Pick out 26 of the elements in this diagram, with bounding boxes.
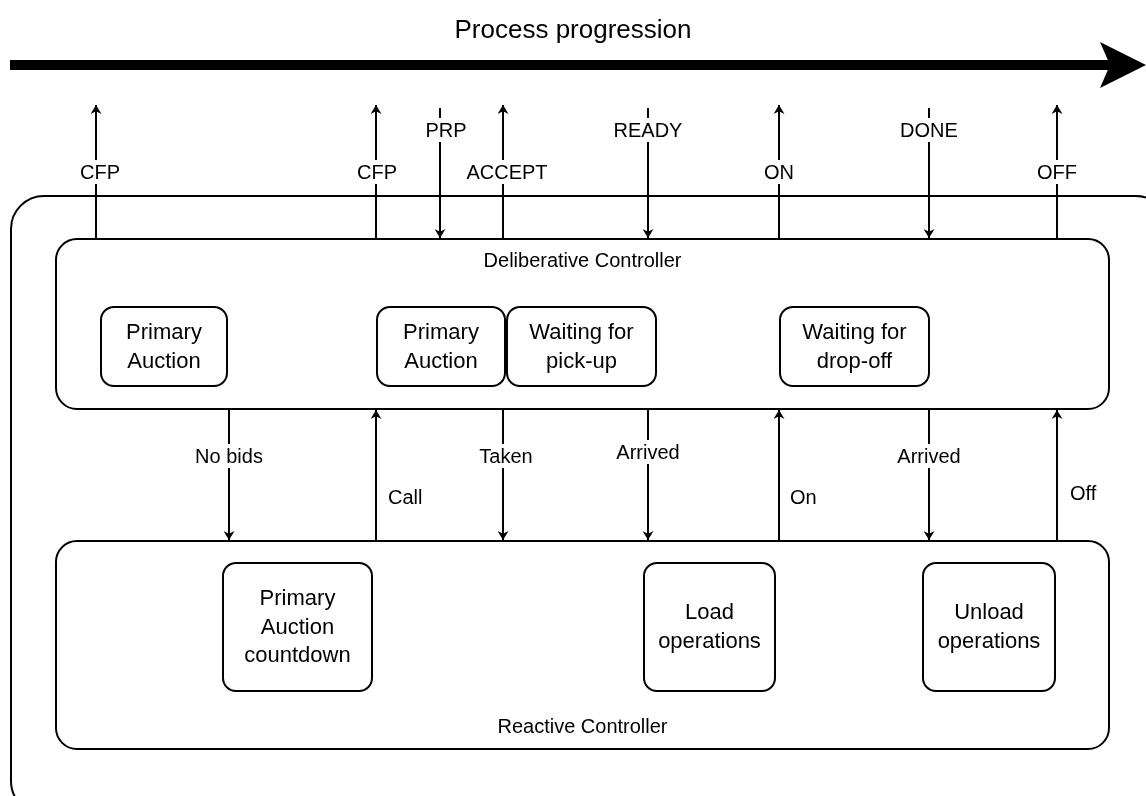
edge-label: CFP (78, 160, 122, 184)
state-box: Load operations (643, 562, 776, 692)
state-box: Waiting for pick-up (506, 306, 657, 387)
edge-label: ACCEPT (464, 160, 550, 184)
state-box: Primary Auction (376, 306, 506, 387)
arrow (1052, 409, 1062, 541)
edge-label: Arrived (614, 440, 682, 464)
state-box: Unload operations (922, 562, 1056, 692)
controller-container (55, 238, 1110, 410)
edge-label: ON (762, 160, 796, 184)
controller-title: Reactive Controller (497, 714, 668, 738)
edge-label: DONE (898, 118, 960, 142)
state-box: Primary Auction countdown (222, 562, 373, 692)
title: Process progression (453, 14, 693, 45)
edge-label: Taken (477, 444, 535, 468)
state-box: Waiting for drop-off (779, 306, 930, 387)
controller-container (55, 540, 1110, 750)
controller-title: Deliberative Controller (483, 248, 682, 272)
arrow (371, 409, 381, 541)
edge-label: Arrived (895, 444, 963, 468)
arrow (774, 409, 784, 541)
outer-frame (10, 195, 1146, 796)
edge-label: OFF (1035, 160, 1079, 184)
edge-label: No bids (193, 444, 265, 468)
edge-label: CFP (355, 160, 399, 184)
state-box: Primary Auction (100, 306, 228, 387)
